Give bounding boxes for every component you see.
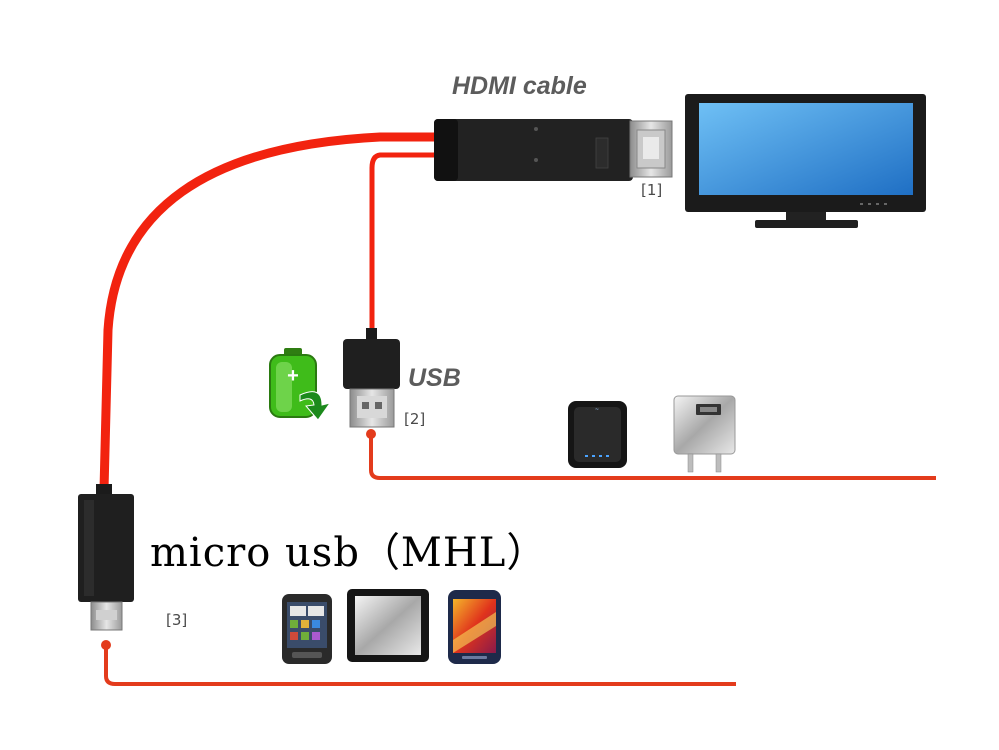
reference-3-label: [3]	[166, 611, 188, 629]
usb-connection-line	[369, 434, 936, 480]
main-cable	[99, 132, 441, 495]
svg-text:+: +	[287, 365, 299, 387]
hdmi-connector	[434, 119, 673, 181]
power-bank-icon: ~	[568, 401, 627, 468]
android-phone-icon	[448, 590, 501, 664]
usb-label: USB	[408, 364, 461, 392]
usb-endpoint-dot	[366, 429, 376, 439]
reference-2-label: [2]	[404, 410, 426, 428]
hdmi-cable-label: HDMI cable	[452, 72, 587, 100]
svg-text:~: ~	[595, 407, 599, 413]
smartphone-icon	[282, 594, 332, 664]
wall-charger-icon	[673, 395, 736, 473]
micro-usb-connection-line	[104, 645, 736, 686]
micro-usb-mhl-label: micro usb（MHL）	[150, 530, 548, 576]
usb-connector	[343, 328, 400, 428]
micro-usb-connector	[78, 484, 134, 631]
tablet-icon	[347, 589, 429, 662]
micro-usb-endpoint-dot	[101, 640, 111, 650]
usb-branch-cable	[369, 152, 438, 335]
reference-1-label: [1]	[641, 181, 663, 199]
tv-monitor-icon	[685, 94, 926, 228]
battery-charging-icon: +	[269, 348, 332, 421]
